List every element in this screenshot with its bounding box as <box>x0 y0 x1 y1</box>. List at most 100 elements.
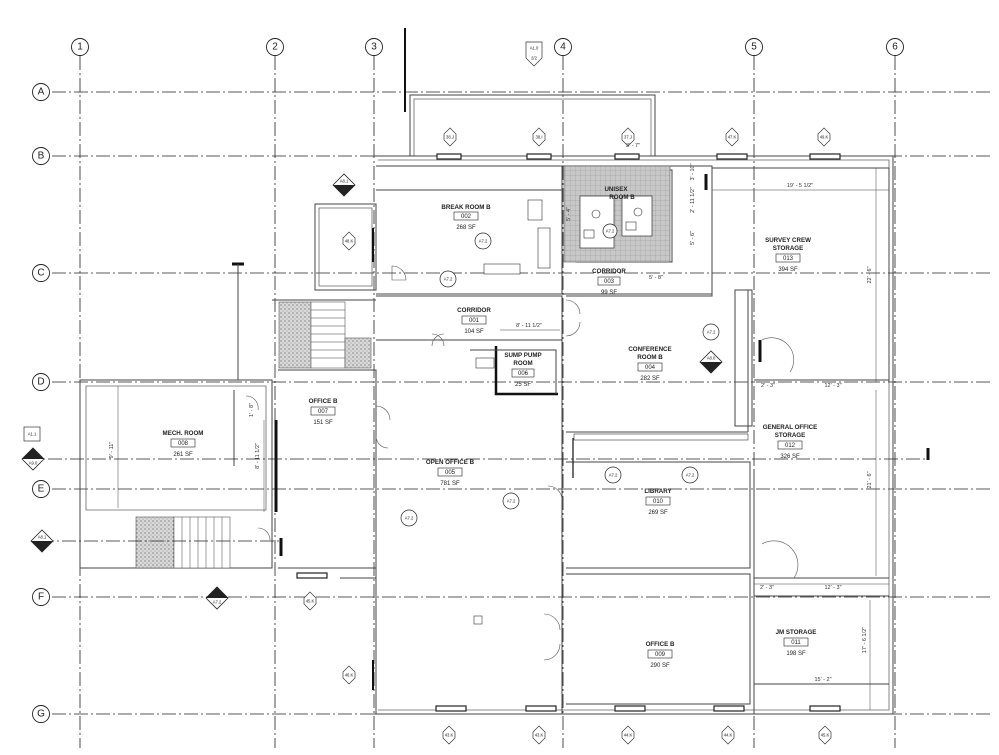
svg-text:A1.0: A1.0 <box>530 46 539 51</box>
svg-text:A7.2: A7.2 <box>606 229 615 234</box>
svg-text:25 SF: 25 SF <box>515 382 531 388</box>
walls <box>79 28 930 715</box>
break-room-fixtures <box>473 199 749 625</box>
svg-text:UNISEX: UNISEX <box>604 186 628 193</box>
svg-text:A8.1: A8.1 <box>340 179 349 184</box>
room-labels: BREAK ROOM B 002 268 SF UNISEX ROOM B CO… <box>163 186 818 669</box>
svg-text:261 SF: 261 SF <box>173 452 193 458</box>
svg-text:2/2: 2/2 <box>531 56 537 61</box>
svg-text:003: 003 <box>604 279 615 285</box>
grid-bubble-col-4: 4 <box>554 38 572 56</box>
svg-text:2' - 11 1/2": 2' - 11 1/2" <box>690 187 696 213</box>
room-sump-pump: SUMP PUMP ROOM 006 25 SF <box>504 352 541 388</box>
svg-text:44.K: 44.K <box>724 733 733 738</box>
svg-text:A: A <box>38 87 45 98</box>
grid-bubble-row-b: B <box>32 147 50 165</box>
svg-text:8' - 11 1/2": 8' - 11 1/2" <box>516 323 542 329</box>
svg-text:21' - 6": 21' - 6" <box>867 471 873 488</box>
stairs <box>135 301 372 569</box>
svg-text:JM STORAGE: JM STORAGE <box>776 629 817 636</box>
svg-text:3: 3 <box>371 42 377 53</box>
svg-text:OPEN OFFICE B: OPEN OFFICE B <box>426 459 475 466</box>
svg-text:LIBRARY: LIBRARY <box>644 488 672 495</box>
svg-text:A7.2: A7.2 <box>479 239 488 244</box>
svg-text:2' - 3": 2' - 3" <box>761 383 775 389</box>
svg-text:47.K: 47.K <box>728 135 737 140</box>
svg-text:SURVEY CREW: SURVEY CREW <box>765 237 811 244</box>
grid-bubble-col-1: 1 <box>71 38 89 56</box>
row-bubbles: A B C D E F G <box>32 83 50 723</box>
svg-text:ROOM B: ROOM B <box>637 354 663 361</box>
svg-text:37.J: 37.J <box>624 135 632 140</box>
svg-text:198 SF: 198 SF <box>786 651 806 657</box>
svg-text:A7.2: A7.2 <box>609 473 618 478</box>
svg-text:12' - 3": 12' - 3" <box>824 383 841 389</box>
svg-text:48.K: 48.K <box>345 239 354 244</box>
svg-text:A7.2: A7.2 <box>405 516 414 521</box>
svg-text:15' - 2": 15' - 2" <box>814 677 831 683</box>
svg-text:011: 011 <box>791 640 801 646</box>
svg-text:004: 004 <box>645 365 656 371</box>
svg-text:99 SF: 99 SF <box>601 290 617 296</box>
svg-text:3' - 10": 3' - 10" <box>690 163 696 180</box>
svg-text:006: 006 <box>518 371 529 377</box>
svg-text:8' - 11 1/2": 8' - 11 1/2" <box>255 443 261 469</box>
svg-text:STORAGE: STORAGE <box>773 245 803 252</box>
svg-text:GENERAL OFFICE: GENERAL OFFICE <box>763 424 818 431</box>
svg-text:5: 5 <box>751 42 757 53</box>
grid-bubble-col-3: 3 <box>365 38 383 56</box>
svg-text:3' - 7": 3' - 7" <box>626 143 640 149</box>
svg-text:D: D <box>37 377 44 388</box>
svg-text:44.K: 44.K <box>624 733 633 738</box>
elevation-diamonds: A8.1 A7.2 A8.0 A7.2 A7.2 A7.2 A7.2 A7.2 … <box>205 173 723 610</box>
svg-text:008: 008 <box>178 441 189 447</box>
svg-text:9' - 11": 9' - 11" <box>109 442 115 459</box>
svg-text:394 SF: 394 SF <box>778 267 798 273</box>
grid-bubble-col-6: 6 <box>886 38 904 56</box>
svg-text:OFFICE B: OFFICE B <box>646 641 675 648</box>
svg-text:A7.2: A7.2 <box>686 473 695 478</box>
column-bubbles: 1 2 3 4 5 6 <box>71 38 904 56</box>
section-marker-a9-0: A9.0 <box>21 447 45 471</box>
svg-text:43.K: 43.K <box>535 733 544 738</box>
svg-text:A7.2: A7.2 <box>507 499 516 504</box>
svg-text:BREAK ROOM B: BREAK ROOM B <box>441 204 491 211</box>
room-break-room-b: BREAK ROOM B 002 268 SF <box>441 204 491 231</box>
room-conference-b: CONFERENCE ROOM B 004 282 SF <box>628 346 671 382</box>
svg-text:290 SF: 290 SF <box>650 663 670 669</box>
svg-text:CONFERENCE: CONFERENCE <box>628 346 671 353</box>
svg-text:OFFICE B: OFFICE B <box>309 398 338 405</box>
svg-text:45.K: 45.K <box>821 733 830 738</box>
svg-text:17' - 6 1/2": 17' - 6 1/2" <box>862 627 868 653</box>
svg-text:C: C <box>37 268 44 279</box>
grid-bubble-row-a: A <box>32 83 50 101</box>
svg-text:1' - 8": 1' - 8" <box>249 403 255 417</box>
svg-text:ROOM B: ROOM B <box>609 194 635 201</box>
svg-text:282 SF: 282 SF <box>640 376 660 382</box>
room-office-b-009: OFFICE B 009 290 SF <box>646 641 675 669</box>
svg-text:2' - 3": 2' - 3" <box>760 585 774 591</box>
grid-bubble-col-2: 2 <box>266 38 284 56</box>
room-mech: MECH. ROOM 008 261 SF <box>163 430 204 458</box>
svg-text:A7.2: A7.2 <box>707 330 716 335</box>
svg-text:46.K: 46.K <box>345 673 354 678</box>
svg-text:MECH. ROOM: MECH. ROOM <box>163 430 204 437</box>
svg-text:38.J: 38.J <box>446 135 454 140</box>
svg-text:5' - 4": 5' - 4" <box>566 207 572 221</box>
svg-text:269 SF: 269 SF <box>648 510 668 516</box>
svg-text:A1.1: A1.1 <box>28 432 37 437</box>
grid-bubble-col-5: 5 <box>745 38 763 56</box>
dimension-lines <box>117 168 889 710</box>
room-unisex-b: UNISEX ROOM B <box>604 186 635 201</box>
svg-text:4: 4 <box>560 42 566 53</box>
svg-text:SUMP PUMP: SUMP PUMP <box>504 352 541 359</box>
svg-text:781 SF: 781 SF <box>440 481 460 487</box>
svg-text:A7.2: A7.2 <box>444 277 453 282</box>
svg-text:009: 009 <box>655 652 666 658</box>
svg-text:F: F <box>38 592 44 603</box>
svg-text:2: 2 <box>272 42 278 53</box>
svg-text:22' - 6": 22' - 6" <box>867 266 873 283</box>
room-library: LIBRARY 010 269 SF <box>644 488 672 516</box>
svg-text:104 SF: 104 SF <box>464 329 484 335</box>
svg-text:45.K: 45.K <box>306 599 315 604</box>
